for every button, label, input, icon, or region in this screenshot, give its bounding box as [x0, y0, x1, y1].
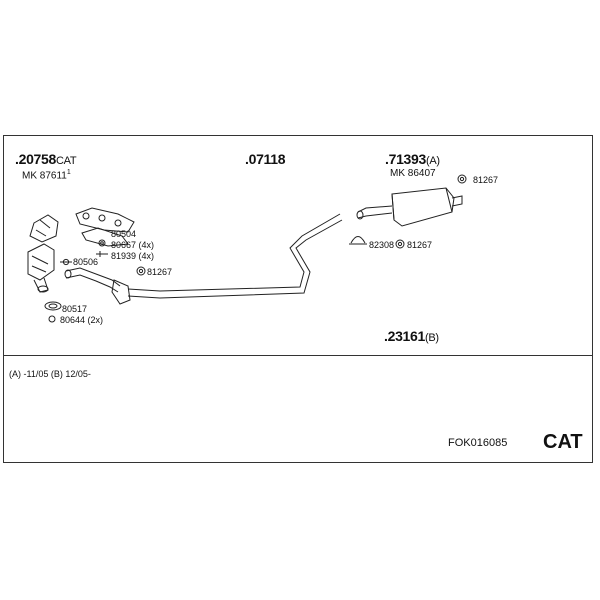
catalyst-pipe-icon [64, 267, 131, 305]
small-part-80517: 80517 [62, 304, 88, 314]
part-suffix: (B) [425, 332, 439, 344]
exhaust-manifold-icon [27, 214, 59, 293]
mk-text: MK 87611 [22, 170, 67, 182]
bolt-icon-80644 [48, 315, 56, 323]
mk-label-86407: MK 86407 [390, 168, 436, 179]
bolt-icon-81939 [96, 251, 108, 257]
nut-icon-80667 [98, 239, 106, 247]
small-part-80667: 80667 (4x) [111, 240, 155, 250]
part-label-20758: .20758CAT [15, 151, 77, 167]
mk-label-87611: MK 876111 [22, 169, 71, 181]
gasket-icon-80506 [60, 258, 72, 266]
part-label-07118: .07118 [245, 151, 286, 167]
small-part-81267-b: 81267 [473, 175, 499, 185]
clamp-icon-82308 [349, 236, 367, 245]
gasket-icon-80517 [44, 301, 62, 311]
part-suffix: CAT [56, 155, 77, 167]
category-label: CAT [543, 431, 583, 453]
small-part-82308: 82308 [369, 240, 395, 250]
manifold-gasket-icon [75, 207, 135, 247]
small-part-81939: 81939 (4x) [111, 251, 155, 261]
part-label-71393: .71393(A) [385, 152, 440, 167]
notes-divider [3, 355, 593, 356]
small-part-80506: 80506 [73, 257, 99, 267]
clamp-icon-81267-a [136, 266, 146, 276]
small-part-81267-a: 81267 [147, 267, 173, 277]
small-part-81267-c: 81267 [407, 240, 433, 250]
part-number: .71393 [385, 151, 427, 167]
mk-superscript: 1 [66, 169, 71, 176]
rubber-mount-icon-81267-b [457, 174, 467, 184]
part-number: .20758 [15, 151, 57, 167]
small-part-80504: 80504 [111, 229, 137, 239]
part-label-23161: .23161(B) [384, 329, 439, 344]
kit-code: FOK016085 [448, 437, 508, 449]
rear-silencer-icon [356, 187, 463, 227]
validity-footnote: (A) -11/05 (B) 12/05- [9, 369, 91, 379]
part-number: .07118 [245, 151, 286, 167]
diagram-frame [3, 135, 593, 463]
middle-pipe-icon [127, 213, 343, 299]
small-part-80644: 80644 (2x) [60, 315, 104, 325]
rubber-mount-icon-81267-c [395, 239, 405, 249]
part-number: .23161 [384, 328, 426, 344]
part-suffix: (A) [426, 155, 440, 167]
